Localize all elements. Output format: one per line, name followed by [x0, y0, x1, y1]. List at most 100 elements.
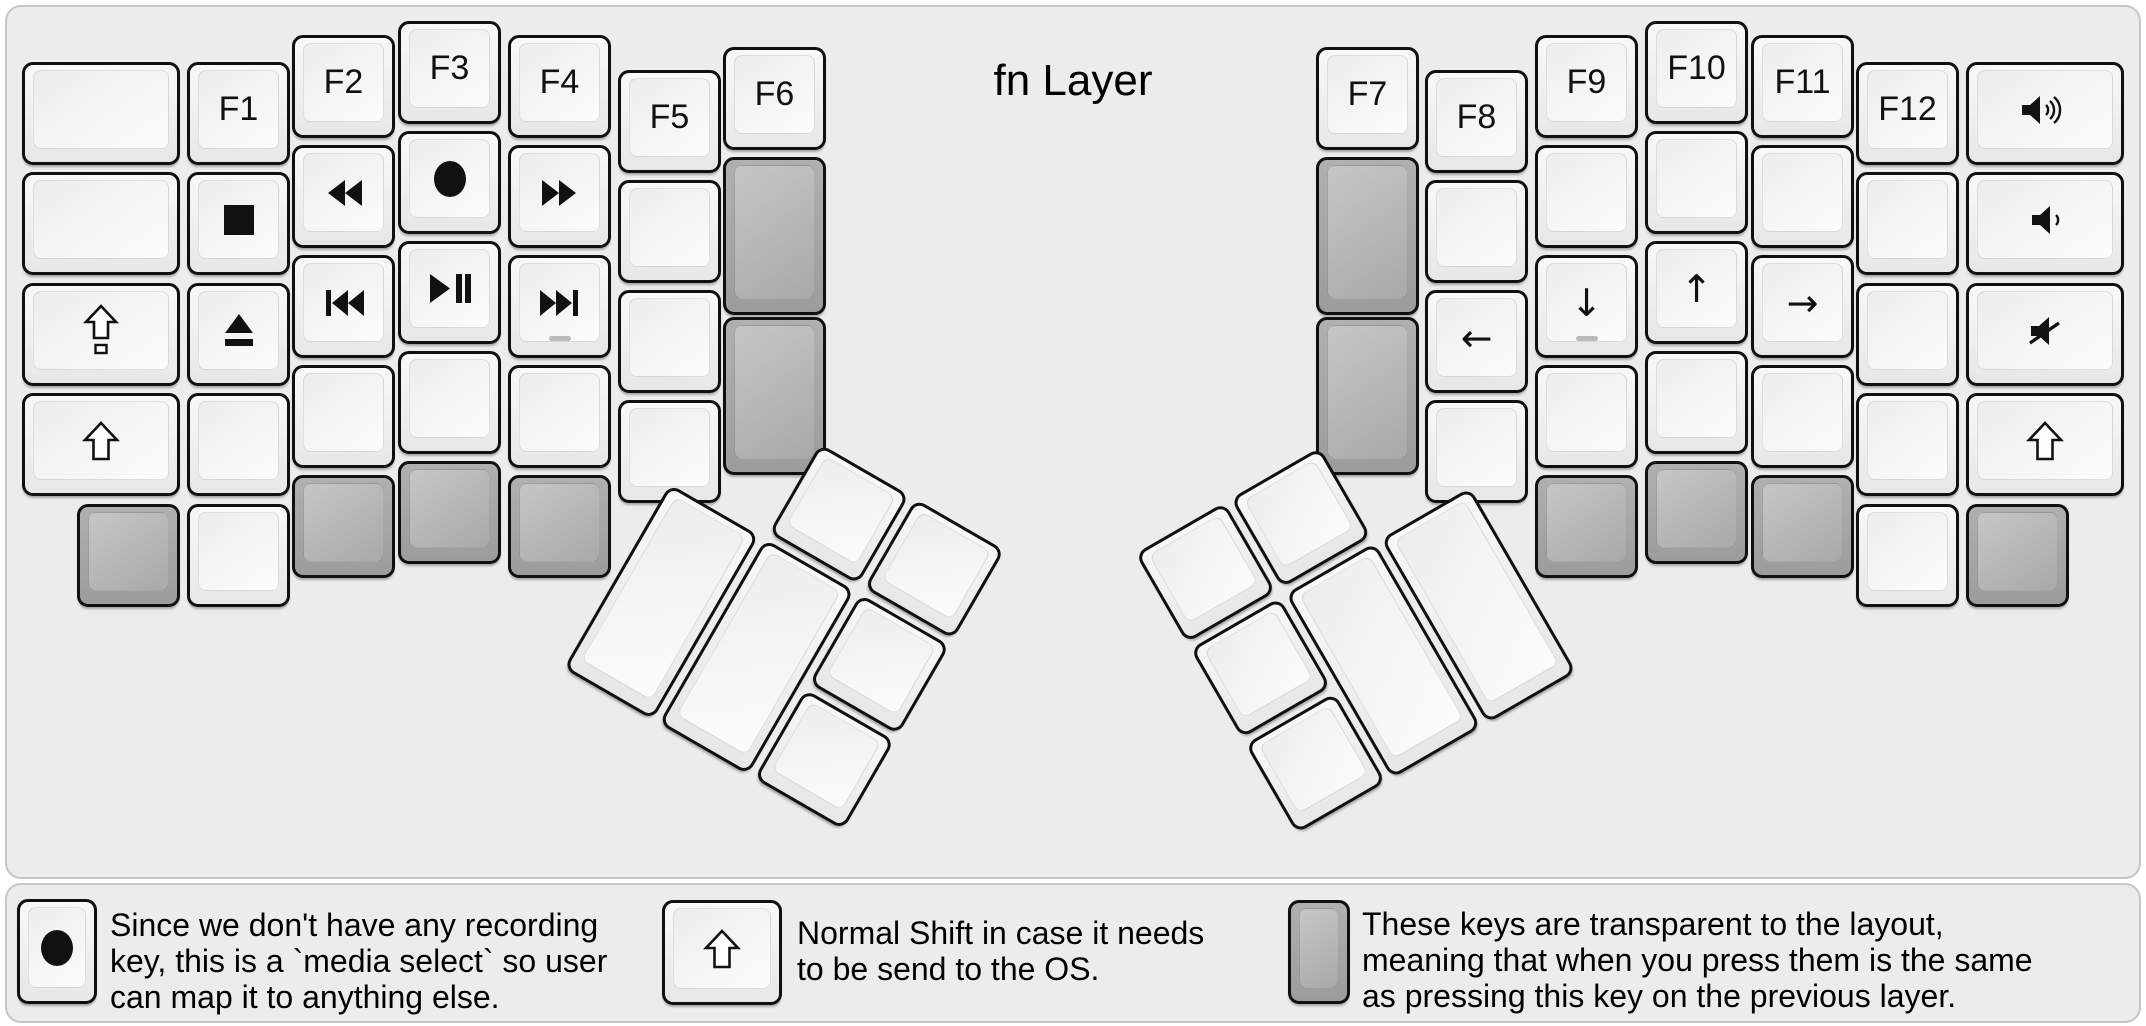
key-f2[interactable]: F2 [292, 35, 395, 138]
key-transparent[interactable] [508, 475, 611, 578]
key-blank[interactable] [508, 365, 611, 468]
keycap-surface: → [1762, 263, 1843, 342]
key-record[interactable] [398, 131, 501, 234]
key-blank[interactable] [22, 172, 180, 275]
key-arrow-down[interactable]: ↓ [1535, 255, 1638, 358]
key-transparent[interactable] [1966, 504, 2069, 607]
key-blank[interactable] [1425, 400, 1528, 503]
key-volume-up[interactable] [1966, 62, 2124, 165]
key-blank[interactable] [292, 365, 395, 468]
key-transparent[interactable] [1316, 317, 1419, 475]
key-volume-down[interactable] [1966, 172, 2124, 275]
key-blank[interactable] [1856, 393, 1959, 496]
key-f5[interactable]: F5 [618, 70, 721, 173]
key-blank[interactable] [187, 504, 290, 607]
key-blank[interactable] [1645, 131, 1748, 234]
key-transparent[interactable] [723, 157, 826, 315]
key-arrow-up[interactable]: ↑ [1645, 241, 1748, 344]
key-f8[interactable]: F8 [1425, 70, 1528, 173]
key-transparent[interactable] [723, 317, 826, 475]
key-transparent[interactable] [1535, 475, 1638, 578]
key-f6[interactable]: F6 [723, 47, 826, 150]
key-stop[interactable] [187, 172, 290, 275]
legend-panel [5, 883, 2141, 1023]
legend-line: meaning that when you press them is the … [1362, 942, 2033, 978]
key-f7[interactable]: F7 [1316, 47, 1419, 150]
key-f9[interactable]: F9 [1535, 35, 1638, 138]
legend-transparent-key[interactable] [1288, 900, 1350, 1004]
keycap-surface [629, 408, 710, 487]
keycap-surface [1656, 139, 1737, 218]
key-eject[interactable] [187, 283, 290, 386]
key-transparent[interactable] [77, 504, 180, 607]
keycap-surface: ↓ [1546, 263, 1627, 342]
keycap-surface [33, 180, 169, 259]
keycap-surface [1546, 153, 1627, 232]
key-blank[interactable] [1535, 145, 1638, 248]
key-blank[interactable] [1856, 283, 1959, 386]
key-arrow-left[interactable]: ← [1425, 290, 1528, 393]
legend-line: Normal Shift in case it needs [797, 915, 1205, 951]
key-rewind[interactable] [292, 145, 395, 248]
key-transparent[interactable] [292, 475, 395, 578]
key-blank[interactable] [22, 62, 180, 165]
key-blank[interactable] [618, 400, 721, 503]
key-f12[interactable]: F12 [1856, 62, 1959, 165]
keycap-surface [1656, 359, 1737, 438]
key-play-pause[interactable] [398, 241, 501, 344]
key-blank[interactable] [398, 351, 501, 454]
keycap-surface [1977, 70, 2113, 149]
key-legend-text: ↓ [1570, 280, 1603, 325]
key-blank[interactable] [1751, 365, 1854, 468]
legend-record-key[interactable] [17, 899, 97, 1004]
legend-line: to be send to the OS. [797, 951, 1100, 987]
keycap-surface [1977, 512, 2058, 591]
layer-title: fn Layer [993, 56, 1153, 105]
key-transparent[interactable] [1316, 157, 1419, 315]
key-legend-text: F3 [429, 49, 470, 87]
key-f10[interactable]: F10 [1645, 21, 1748, 124]
keycap-surface [519, 483, 600, 562]
key-shift[interactable] [22, 393, 180, 496]
key-mute[interactable] [1966, 283, 2124, 386]
key-shift-lock[interactable] [22, 283, 180, 386]
key-transparent[interactable] [1645, 461, 1748, 564]
volume-down-icon [2032, 205, 2060, 234]
keycap-surface [734, 165, 815, 299]
key-arrow-right[interactable]: → [1751, 255, 1854, 358]
key-prev-track[interactable] [292, 255, 395, 358]
key-legend-text: F9 [1566, 63, 1607, 101]
key-next-track[interactable] [508, 255, 611, 358]
key-fast-forward[interactable] [508, 145, 611, 248]
key-transparent[interactable] [1751, 475, 1854, 578]
key-blank[interactable] [1856, 172, 1959, 275]
key-blank[interactable] [187, 393, 290, 496]
key-blank[interactable] [1645, 351, 1748, 454]
key-transparent[interactable] [398, 461, 501, 564]
key-blank[interactable] [1425, 180, 1528, 283]
keycap-surface [1327, 325, 1408, 459]
keycap-surface [88, 512, 169, 591]
keycap-surface [409, 469, 490, 548]
key-blank[interactable] [1751, 145, 1854, 248]
keycap-surface [198, 291, 279, 370]
key-f11[interactable]: F11 [1751, 35, 1854, 138]
key-legend-text: F1 [218, 90, 259, 128]
key-shift[interactable] [1966, 393, 2124, 496]
key-blank[interactable] [1535, 365, 1638, 468]
keycap-surface [1867, 291, 1948, 370]
key-legend-text: F6 [754, 75, 795, 113]
stop-icon [223, 204, 254, 235]
key-f4[interactable]: F4 [508, 35, 611, 138]
key-f1[interactable]: F1 [187, 62, 290, 165]
keycap-surface [33, 291, 169, 370]
keycap-surface [303, 373, 384, 452]
key-blank[interactable] [1856, 504, 1959, 607]
record-icon [41, 929, 73, 966]
keycap-surface: ← [1436, 298, 1517, 377]
key-f3[interactable]: F3 [398, 21, 501, 124]
key-blank[interactable] [618, 290, 721, 393]
legend-shift-key[interactable] [662, 900, 782, 1005]
key-blank[interactable] [618, 180, 721, 283]
